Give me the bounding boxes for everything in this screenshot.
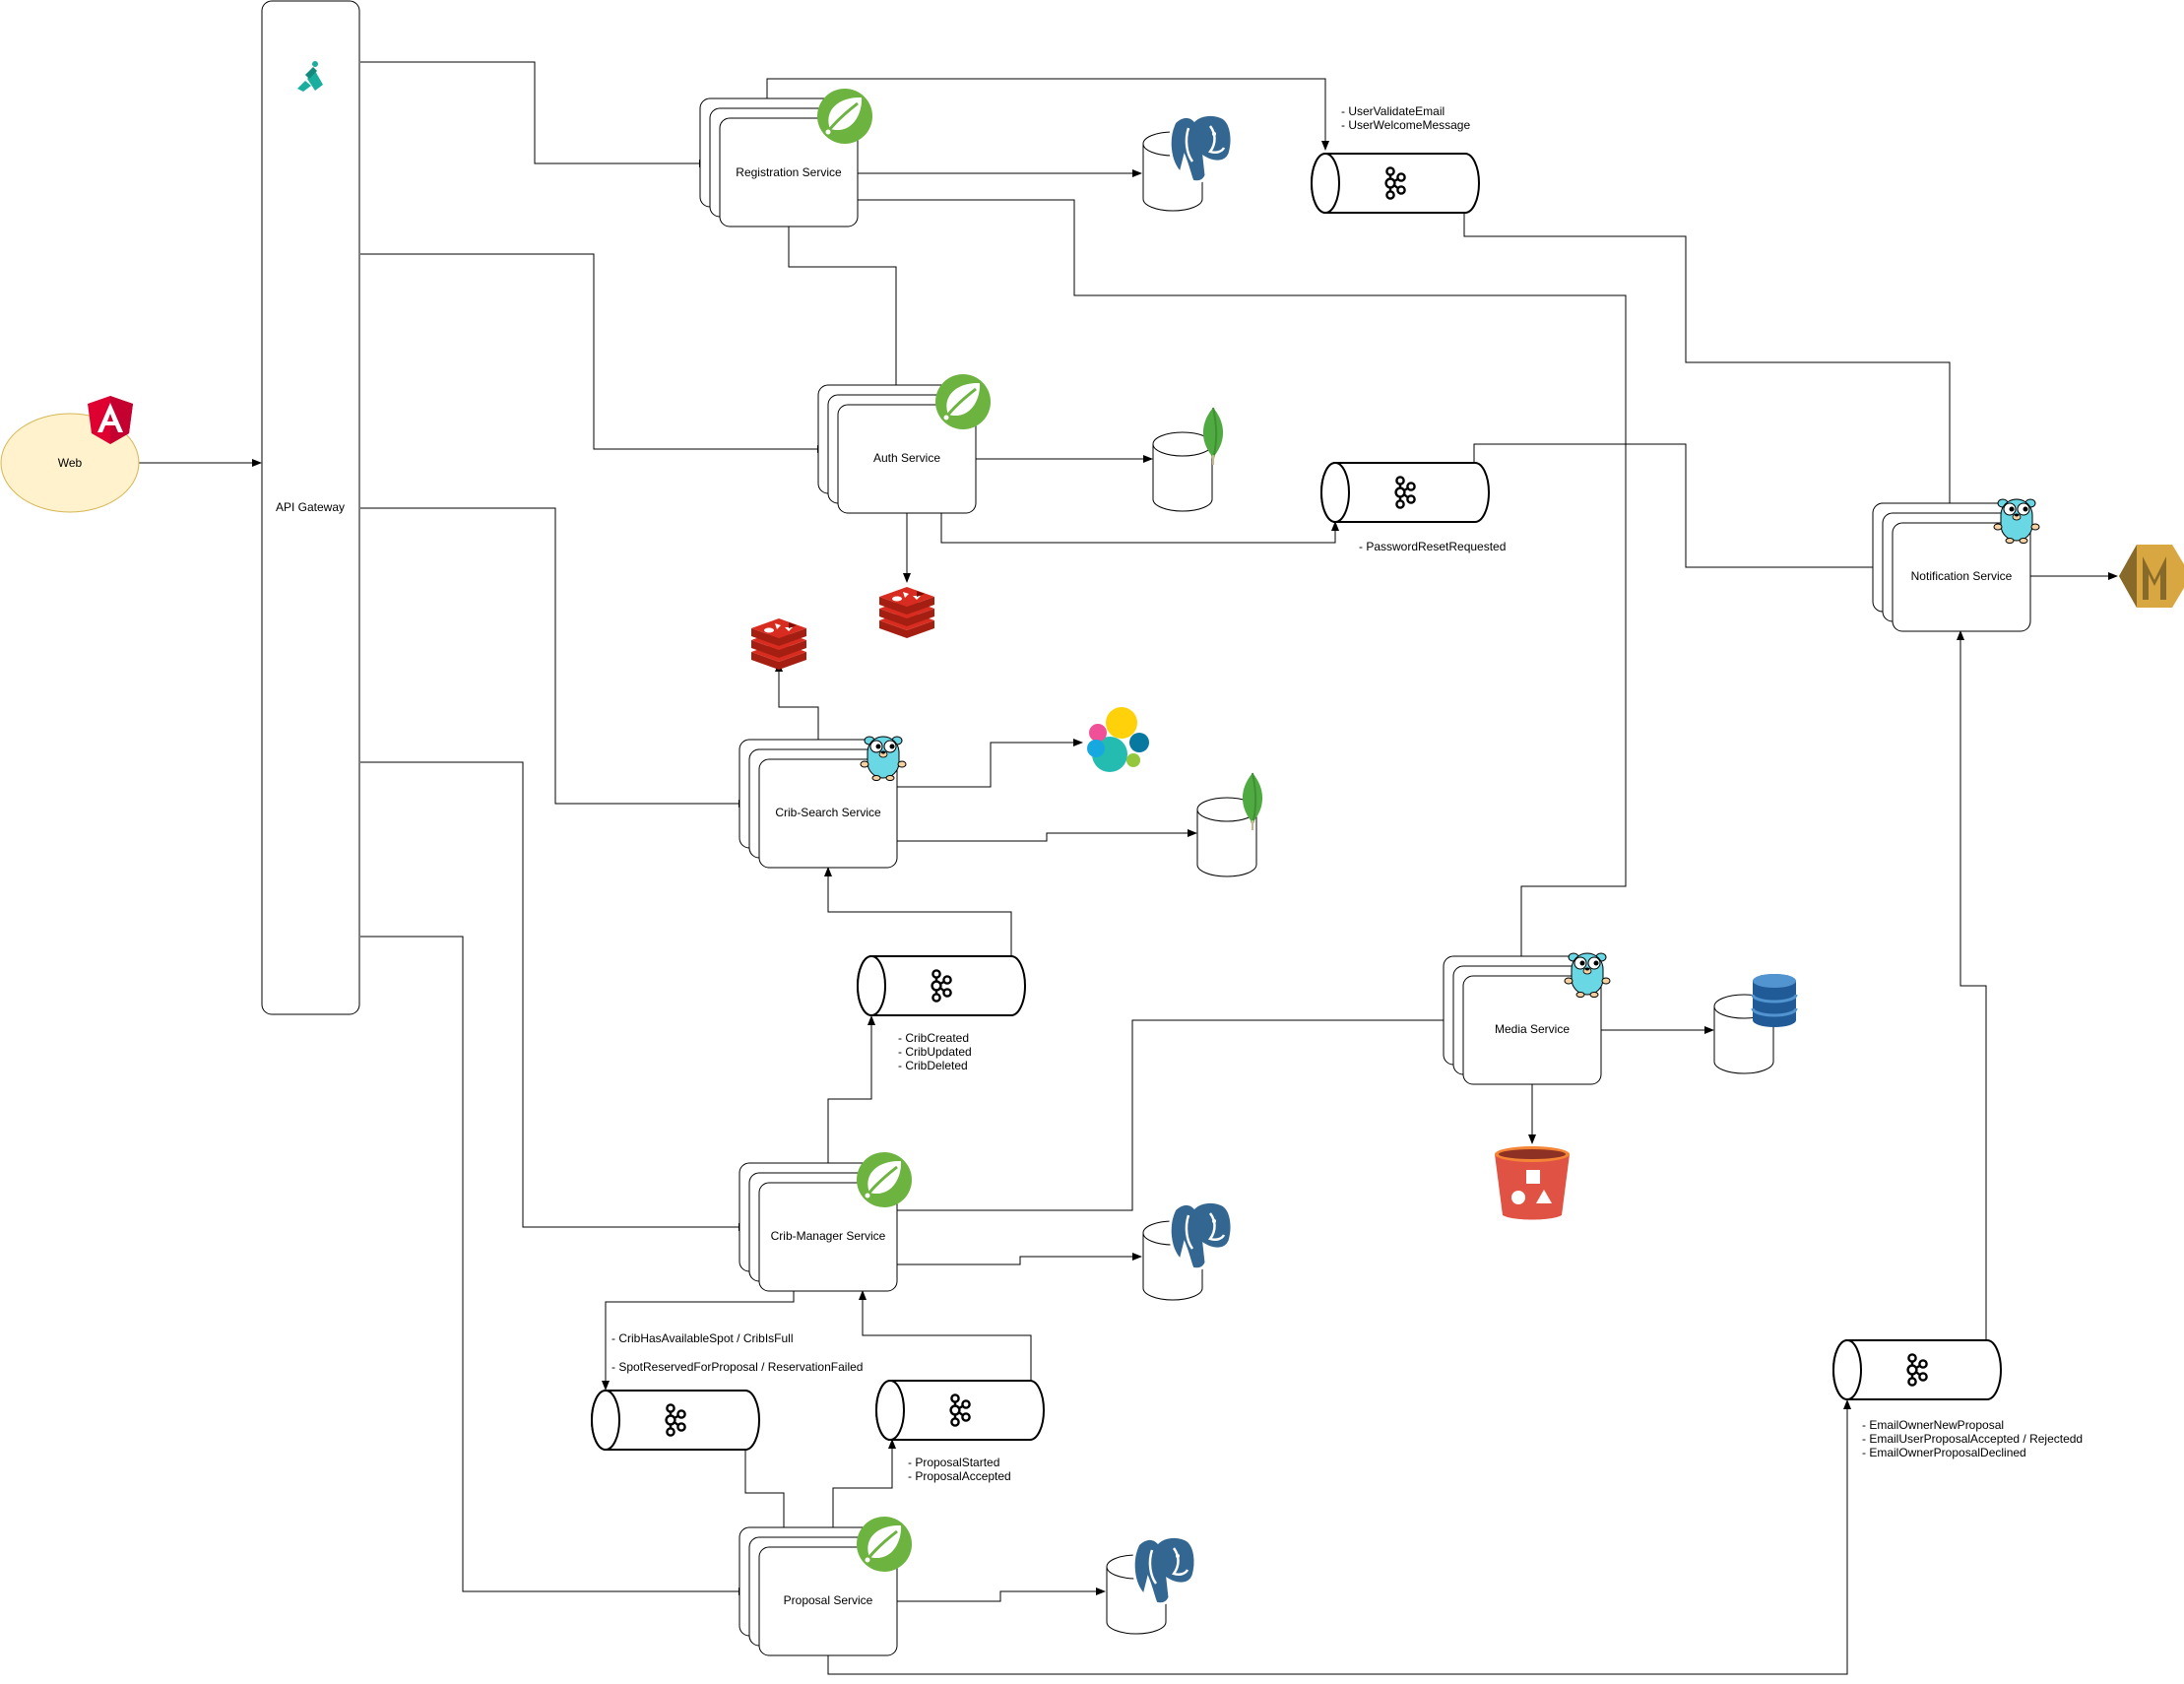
edge-cribmanager-cribqueue bbox=[827, 1015, 875, 1171]
spring-icon bbox=[855, 1515, 914, 1574]
edge-proposal-emailqueue bbox=[827, 1399, 1851, 1675]
dynamodb-media bbox=[1713, 974, 1798, 1074]
kafka-queue-auth[interactable] bbox=[1320, 462, 1490, 523]
s3-bucket-media bbox=[1495, 1146, 1570, 1220]
connectors bbox=[139, 61, 2118, 1675]
edge-proposalqueue-cribmanager bbox=[859, 1290, 1032, 1381]
edge-gateway-registration bbox=[360, 61, 709, 167]
postgresql-icon bbox=[1168, 112, 1234, 184]
edge-cribmanager-postgres bbox=[897, 1253, 1142, 1265]
topic-label: - CribHasAvailableSpot / CribIsFull bbox=[611, 1331, 794, 1345]
aws-ses bbox=[2119, 545, 2184, 608]
topics-email: - EmailOwnerNewProposal - EmailUserPropo… bbox=[1862, 1418, 2083, 1459]
kafka-queue-crib[interactable] bbox=[857, 955, 1026, 1016]
web-client[interactable]: Web bbox=[0, 396, 140, 513]
postgresql-icon bbox=[1168, 1199, 1234, 1271]
redis-cache-crib-search bbox=[751, 618, 806, 670]
edge-cribmanager-media bbox=[897, 1016, 1453, 1211]
crib-manager-service[interactable]: Crib-Manager Service bbox=[739, 1150, 914, 1292]
edge-cribmanager-queue bbox=[602, 1291, 795, 1391]
spring-icon bbox=[855, 1150, 914, 1209]
angular-icon bbox=[88, 396, 133, 444]
api-gateway-label: API Gateway bbox=[276, 500, 345, 514]
media-service-label: Media Service bbox=[1495, 1022, 1570, 1036]
edge-cribmanagerqueue-proposal bbox=[744, 1450, 788, 1537]
kong-icon bbox=[297, 61, 323, 92]
postgres-db-proposal bbox=[1106, 1534, 1197, 1635]
topics-crib: - CribCreated - CribUpdated - CribDelete… bbox=[898, 1031, 972, 1072]
edge-authqueue-notification bbox=[1473, 443, 1883, 571]
topics-auth: - PasswordResetRequested bbox=[1359, 540, 1506, 553]
proposal-service-label: Proposal Service bbox=[784, 1593, 873, 1607]
redis-icon bbox=[879, 587, 934, 638]
s3-bucket-icon bbox=[1495, 1146, 1570, 1220]
edge-cribsearch-mongo bbox=[897, 829, 1197, 842]
proposal-service[interactable]: Proposal Service bbox=[739, 1515, 914, 1656]
kafka-queue-email[interactable] bbox=[1832, 1339, 2002, 1400]
topic-label: - ProposalStarted bbox=[908, 1456, 999, 1469]
edge-cribsearch-elastic bbox=[897, 739, 1083, 788]
media-service[interactable]: Media Service bbox=[1443, 952, 1611, 1085]
topic-label: - EmailOwnerNewProposal bbox=[1862, 1418, 2004, 1432]
auth-service-label: Auth Service bbox=[873, 451, 940, 465]
redis-cache-auth bbox=[879, 587, 934, 638]
edge-auth-queue bbox=[940, 513, 1339, 544]
topic-label: - UserWelcomeMessage bbox=[1341, 118, 1470, 132]
edge-registration-queue bbox=[766, 78, 1329, 151]
crib-search-service-label: Crib-Search Service bbox=[775, 806, 881, 819]
elasticsearch bbox=[1087, 707, 1149, 772]
mongo-db-auth bbox=[1152, 407, 1225, 512]
notification-service[interactable]: Notification Service bbox=[1872, 498, 2040, 632]
topic-label: - UserValidateEmail bbox=[1341, 104, 1445, 118]
edge-registration-media bbox=[858, 199, 1627, 967]
kafka-queue-proposal[interactable] bbox=[875, 1380, 1045, 1441]
kafka-queue-registration[interactable] bbox=[1311, 153, 1480, 214]
topic-label: - CribDeleted bbox=[898, 1059, 968, 1072]
redis-icon bbox=[751, 618, 806, 670]
aws-ses-icon bbox=[2119, 545, 2184, 608]
topics-registration: - UserValidateEmail - UserWelcomeMessage bbox=[1341, 104, 1470, 132]
edge-cribsearch-redis bbox=[775, 662, 819, 747]
topic-label: - CribUpdated bbox=[898, 1045, 972, 1059]
topic-label: - CribCreated bbox=[898, 1031, 969, 1045]
postgresql-icon bbox=[1131, 1534, 1197, 1606]
edge-gateway-auth bbox=[360, 253, 827, 453]
edge-cribqueue-cribsearch bbox=[824, 867, 1012, 956]
crib-search-service[interactable]: Crib-Search Service bbox=[739, 736, 907, 869]
kafka-queue-crib-manager[interactable] bbox=[591, 1390, 760, 1451]
topics-crib-manager: - CribHasAvailableSpot / CribIsFull - Sp… bbox=[611, 1331, 863, 1374]
api-gateway[interactable]: API Gateway bbox=[261, 0, 360, 1015]
web-label: Web bbox=[58, 456, 83, 470]
edge-proposal-postgres bbox=[897, 1587, 1106, 1602]
crib-manager-service-label: Crib-Manager Service bbox=[771, 1229, 886, 1243]
topics-proposal: - ProposalStarted - ProposalAccepted bbox=[908, 1456, 1011, 1483]
elasticsearch-icon bbox=[1087, 707, 1149, 772]
topic-label: - EmailUserProposalAccepted / Rejectedd bbox=[1862, 1432, 2083, 1446]
registration-service-label: Registration Service bbox=[736, 165, 842, 179]
edge-emailqueue-notification bbox=[1957, 630, 1987, 1340]
topic-label: - SpotReservedForProposal / ReservationF… bbox=[611, 1360, 863, 1374]
topic-label: - EmailOwnerProposalDeclined bbox=[1862, 1446, 2026, 1459]
edge-registration-auth bbox=[788, 227, 900, 395]
notification-service-label: Notification Service bbox=[1911, 569, 2013, 583]
topic-label: - PasswordResetRequested bbox=[1359, 540, 1506, 553]
spring-icon bbox=[933, 372, 993, 431]
edge-gateway-crib-manager bbox=[360, 761, 748, 1231]
edge-gateway-proposal bbox=[360, 936, 748, 1595]
registration-service[interactable]: Registration Service bbox=[699, 87, 874, 227]
postgres-db-registration bbox=[1142, 112, 1234, 212]
dynamodb-icon bbox=[1751, 974, 1798, 1027]
edge-gateway-crib-search bbox=[360, 507, 748, 808]
spring-icon bbox=[815, 87, 874, 146]
edge-proposal-proposalqueue bbox=[832, 1439, 896, 1536]
postgres-db-crib-manager bbox=[1142, 1199, 1234, 1301]
auth-service[interactable]: Auth Service bbox=[817, 372, 993, 514]
topic-label: - ProposalAccepted bbox=[908, 1469, 1011, 1483]
edge-regqueue-notification bbox=[1463, 213, 1954, 514]
mongo-db-crib-search bbox=[1196, 772, 1264, 877]
